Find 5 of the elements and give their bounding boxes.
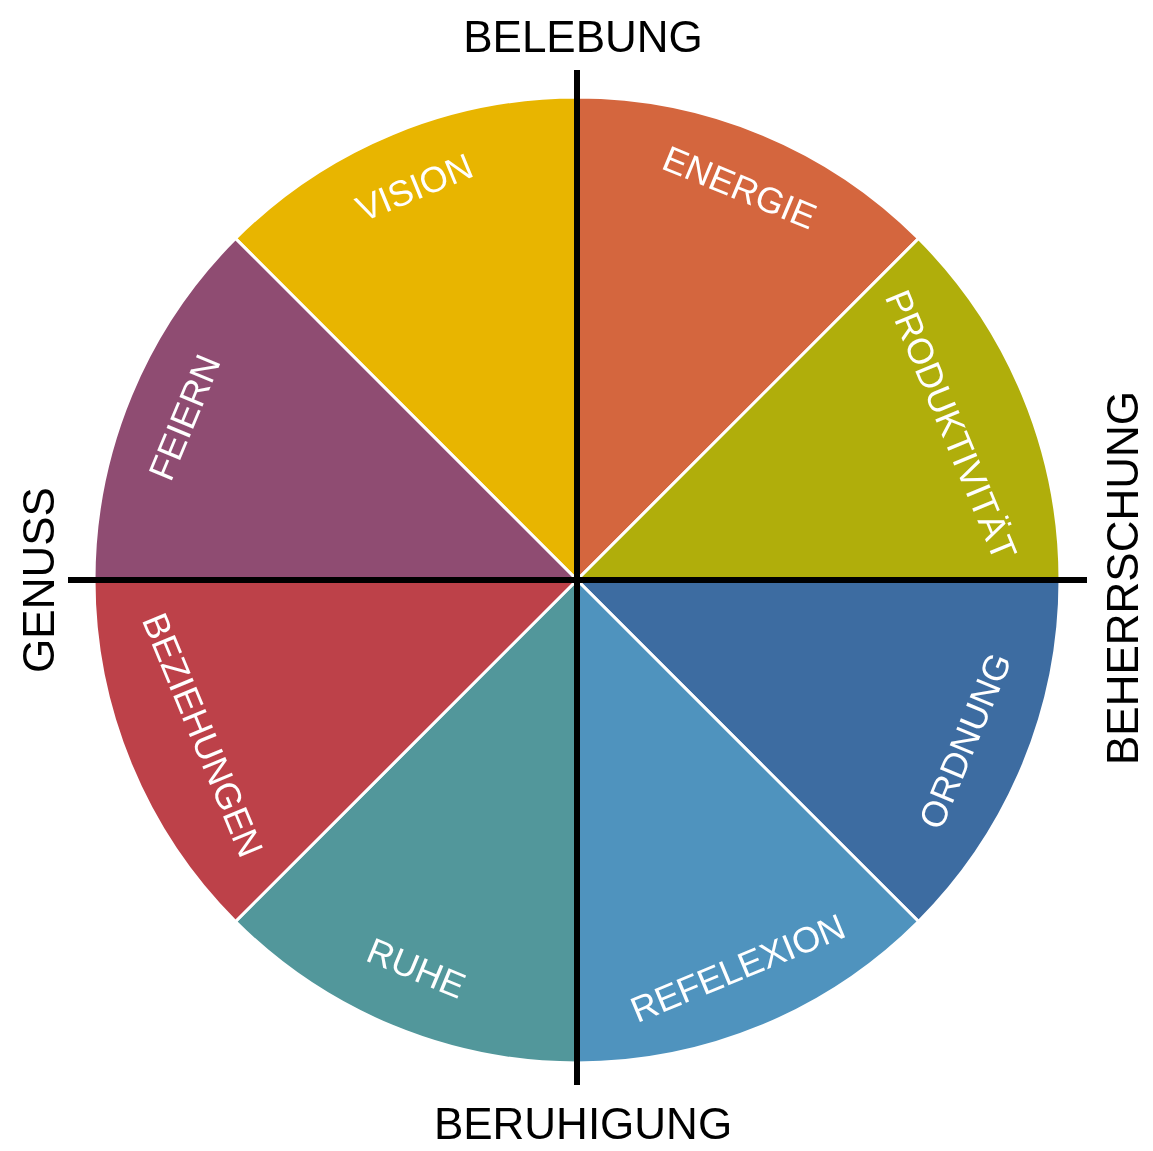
axis-label: GENUSS [13, 487, 63, 673]
axis-label: BELEBUNG [463, 11, 703, 61]
axis-label: BERUHIGUNG [433, 1098, 733, 1148]
axis-label: BEHERRSCHUNG [1097, 391, 1147, 765]
wedge-label: RUHE [361, 929, 472, 1007]
